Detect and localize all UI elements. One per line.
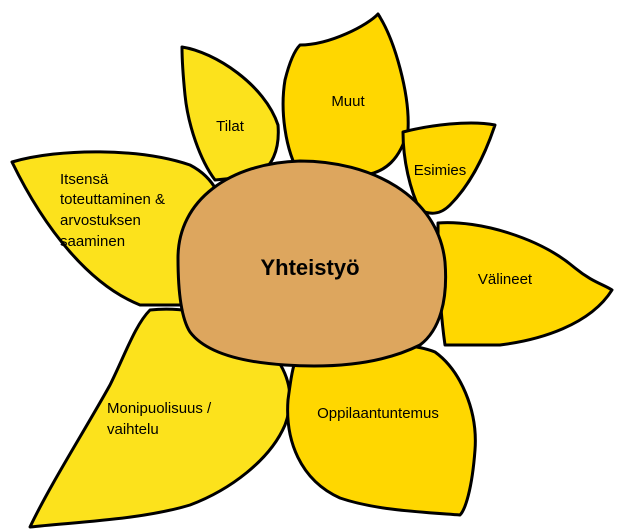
petal-label-esimies: Esimies (414, 162, 467, 179)
petal-label-itsensa-line-4: saaminen (60, 233, 125, 250)
center-label: Yhteistyö (260, 255, 359, 280)
petal-oppilaantuntemus (288, 345, 476, 515)
petal-label-oppilaantuntemus: Oppilaantuntemus (317, 405, 439, 422)
petal-label-tilat: Tilat (216, 118, 245, 135)
petal-label-muut: Muut (331, 93, 365, 110)
petal-label-itsensa-line-1: Itsensä (60, 171, 109, 188)
petal-label-itsensa-line-2: toteuttaminen & (60, 191, 165, 208)
petal-label-monipuolisuus-line-2: vaihtelu (107, 421, 159, 438)
petal-label-itsensa-line-3: arvostuksen (60, 212, 141, 229)
petal-label-monipuolisuus-line-1: Monipuolisuus / (107, 400, 212, 417)
petal-label-valineet: Välineet (478, 271, 533, 288)
petal-tilat (182, 47, 278, 180)
